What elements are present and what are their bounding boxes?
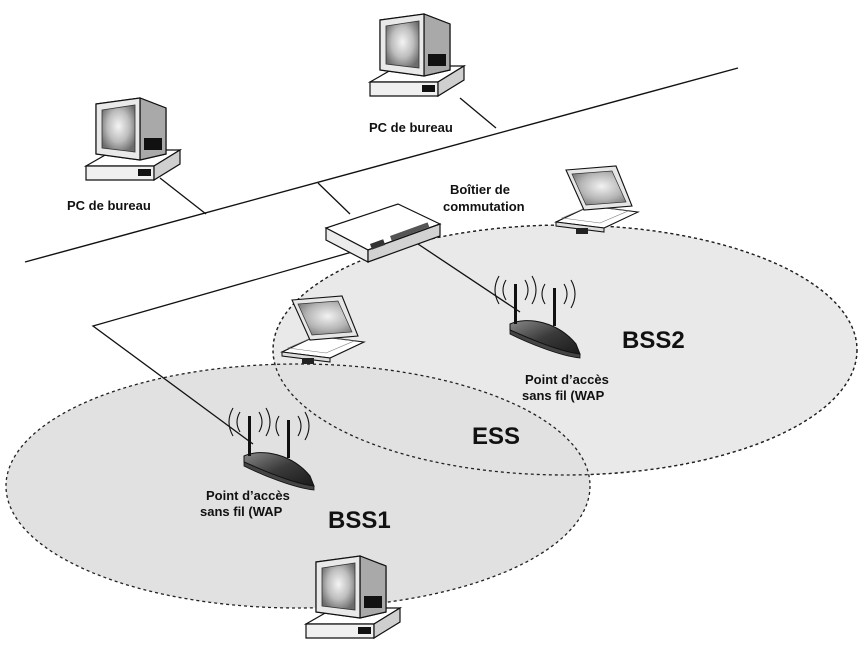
pc-top-label: PC de bureau bbox=[369, 120, 453, 135]
switch-icon bbox=[324, 203, 442, 263]
bss2-label: BSS2 bbox=[622, 327, 685, 354]
backbone-cable bbox=[24, 67, 739, 263]
ess-label: ESS bbox=[472, 423, 520, 450]
pc-top-cable bbox=[459, 97, 497, 129]
wap1-cable bbox=[91, 243, 381, 445]
wap2-label-line2: sans fil (WAP bbox=[522, 388, 605, 403]
desktop-pc-top-icon bbox=[369, 13, 465, 97]
switch-label-line1: Boîtier de bbox=[450, 182, 510, 197]
laptop-right-icon bbox=[555, 165, 639, 235]
switch-cable bbox=[317, 182, 351, 215]
desktop-pc-bottom-icon bbox=[305, 555, 401, 639]
wap1-label-line1: Point d’accès bbox=[206, 488, 290, 503]
desktop-pc-left-icon bbox=[85, 97, 181, 181]
switch-label-line2: commutation bbox=[443, 199, 525, 214]
pc-left-label: PC de bureau bbox=[67, 198, 151, 213]
wap2-label-line1: Point d’accès bbox=[525, 372, 609, 387]
wap1-label-line2: sans fil (WAP bbox=[200, 504, 283, 519]
pc-left-cable bbox=[159, 177, 207, 215]
wap2-cable bbox=[411, 239, 521, 313]
bss1-label: BSS1 bbox=[328, 507, 391, 534]
